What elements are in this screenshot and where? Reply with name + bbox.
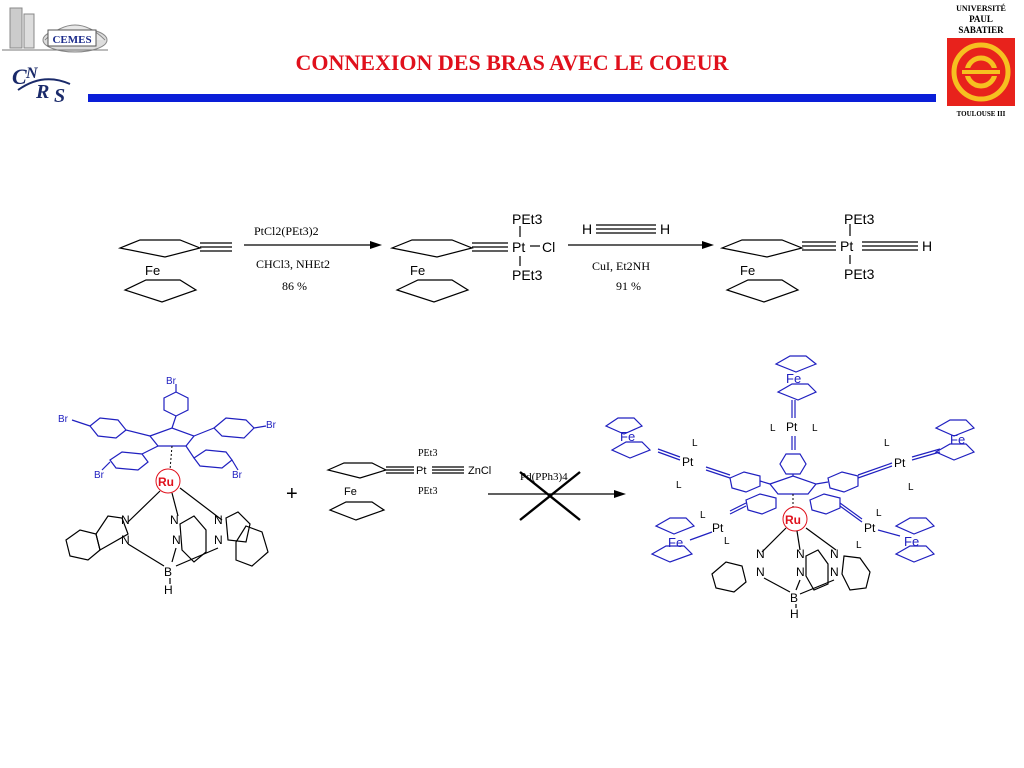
svg-text:H: H <box>922 238 932 254</box>
svg-text:L: L <box>884 438 890 449</box>
svg-text:Fe: Fe <box>620 429 635 444</box>
cemes-text: CEMES <box>52 34 91 46</box>
ferrocene-pt-complex: Fe Pt Cl PEt3 PEt3 <box>389 211 555 303</box>
svg-text:Pt: Pt <box>512 239 525 255</box>
svg-text:L: L <box>700 510 706 521</box>
svg-text:Fe: Fe <box>950 432 965 447</box>
svg-text:L: L <box>908 482 914 493</box>
svg-text:Fe: Fe <box>740 263 755 278</box>
svg-text:B: B <box>790 591 798 605</box>
svg-text:Fe: Fe <box>344 486 357 498</box>
svg-text:B: B <box>164 565 172 579</box>
svg-text:N: N <box>214 513 223 527</box>
svg-text:Ru: Ru <box>785 513 801 527</box>
svg-text:Pt: Pt <box>864 521 876 535</box>
svg-text:Fe: Fe <box>786 371 801 386</box>
svg-text:L: L <box>876 508 882 519</box>
svg-text:Fe: Fe <box>410 263 425 278</box>
target-molecule: Fe Pt L L Pt L L Fe Pt L L <box>604 355 976 621</box>
svg-text:Br: Br <box>232 470 243 481</box>
svg-text:Br: Br <box>166 376 177 387</box>
svg-text:SABATIER: SABATIER <box>958 25 1004 35</box>
svg-text:N: N <box>121 533 130 547</box>
svg-text:N: N <box>25 65 39 82</box>
svg-text:PEt3: PEt3 <box>418 486 437 497</box>
svg-text:TOULOUSE III: TOULOUSE III <box>957 110 1006 118</box>
ferrocene-icon: Fe <box>117 239 232 303</box>
svg-text:H: H <box>164 583 173 597</box>
svg-text:H: H <box>582 221 592 237</box>
svg-text:Br: Br <box>58 414 69 425</box>
ferrocene-pt-acetylide: Fe Pt PEt3 PEt3 H <box>719 211 932 303</box>
svg-text:Fe: Fe <box>668 535 683 550</box>
svg-text:L: L <box>812 423 818 434</box>
svg-text:Br: Br <box>94 470 105 481</box>
svg-text:N: N <box>121 513 130 527</box>
yield-label: 86 % <box>282 279 307 293</box>
svg-text:L: L <box>692 438 698 449</box>
svg-text:PAUL: PAUL <box>969 14 993 24</box>
svg-text:L: L <box>724 536 730 547</box>
svg-text:N: N <box>170 513 179 527</box>
svg-text:N: N <box>214 533 223 547</box>
svg-text:Fe: Fe <box>904 534 919 549</box>
cemes-logo: CEMES <box>2 7 108 53</box>
yield-label-2: 91 % <box>616 279 641 293</box>
ru-core-complex: Br Br Br Br Br Ru N N N N <box>58 376 277 597</box>
svg-text:Fe: Fe <box>145 263 160 278</box>
svg-text:H: H <box>790 607 799 621</box>
svg-text:N: N <box>172 533 181 547</box>
cnrs-logo: C N R S <box>12 64 71 107</box>
svg-text:Pt: Pt <box>786 420 798 434</box>
svg-text:N: N <box>796 547 805 561</box>
condition-label: CHCl3, NHEt2 <box>256 257 330 271</box>
svg-text:C: C <box>12 64 27 89</box>
ups-logo: UNIVERSITÉ PAUL SABATIER TOULOUSE III <box>947 3 1015 118</box>
svg-text:Pt: Pt <box>894 456 906 470</box>
svg-text:N: N <box>756 565 765 579</box>
title-underline <box>88 94 936 102</box>
svg-text:N: N <box>830 547 839 561</box>
condition-label-2: CuI, Et2NH <box>592 259 650 273</box>
ferrocene-pt-zinc-reagent: Fe Pt PEt3 PEt3 ZnCl <box>326 448 491 521</box>
page-title: CONNEXION DES BRAS AVEC LE COEUR <box>295 50 729 75</box>
svg-text:PEt3: PEt3 <box>844 266 875 282</box>
svg-text:L: L <box>676 480 682 491</box>
reagent-label: PtCl2(PEt3)2 <box>254 224 319 238</box>
svg-text:UNIVERSITÉ: UNIVERSITÉ <box>956 3 1006 13</box>
svg-text:ZnCl: ZnCl <box>468 465 491 477</box>
svg-text:Pt: Pt <box>416 465 426 477</box>
svg-text:PEt3: PEt3 <box>512 267 543 283</box>
svg-text:Pt: Pt <box>682 455 694 469</box>
svg-text:PEt3: PEt3 <box>844 211 875 227</box>
svg-text:PEt3: PEt3 <box>418 448 437 459</box>
svg-text:R: R <box>35 81 49 103</box>
svg-text:Pt: Pt <box>712 521 724 535</box>
svg-text:H: H <box>660 221 670 237</box>
svg-text:Pt: Pt <box>840 238 853 254</box>
svg-text:Br: Br <box>266 420 277 431</box>
svg-text:N: N <box>756 547 765 561</box>
svg-text:L: L <box>770 423 776 434</box>
svg-text:Cl: Cl <box>542 239 555 255</box>
svg-text:Ru: Ru <box>158 475 174 489</box>
svg-text:N: N <box>830 565 839 579</box>
svg-text:L: L <box>856 540 862 551</box>
svg-text:S: S <box>54 85 65 107</box>
svg-text:PEt3: PEt3 <box>512 211 543 227</box>
catalyst-label: Pd(PPh3)4 <box>520 471 568 483</box>
svg-text:N: N <box>796 565 805 579</box>
plus-sign: + <box>286 483 298 505</box>
